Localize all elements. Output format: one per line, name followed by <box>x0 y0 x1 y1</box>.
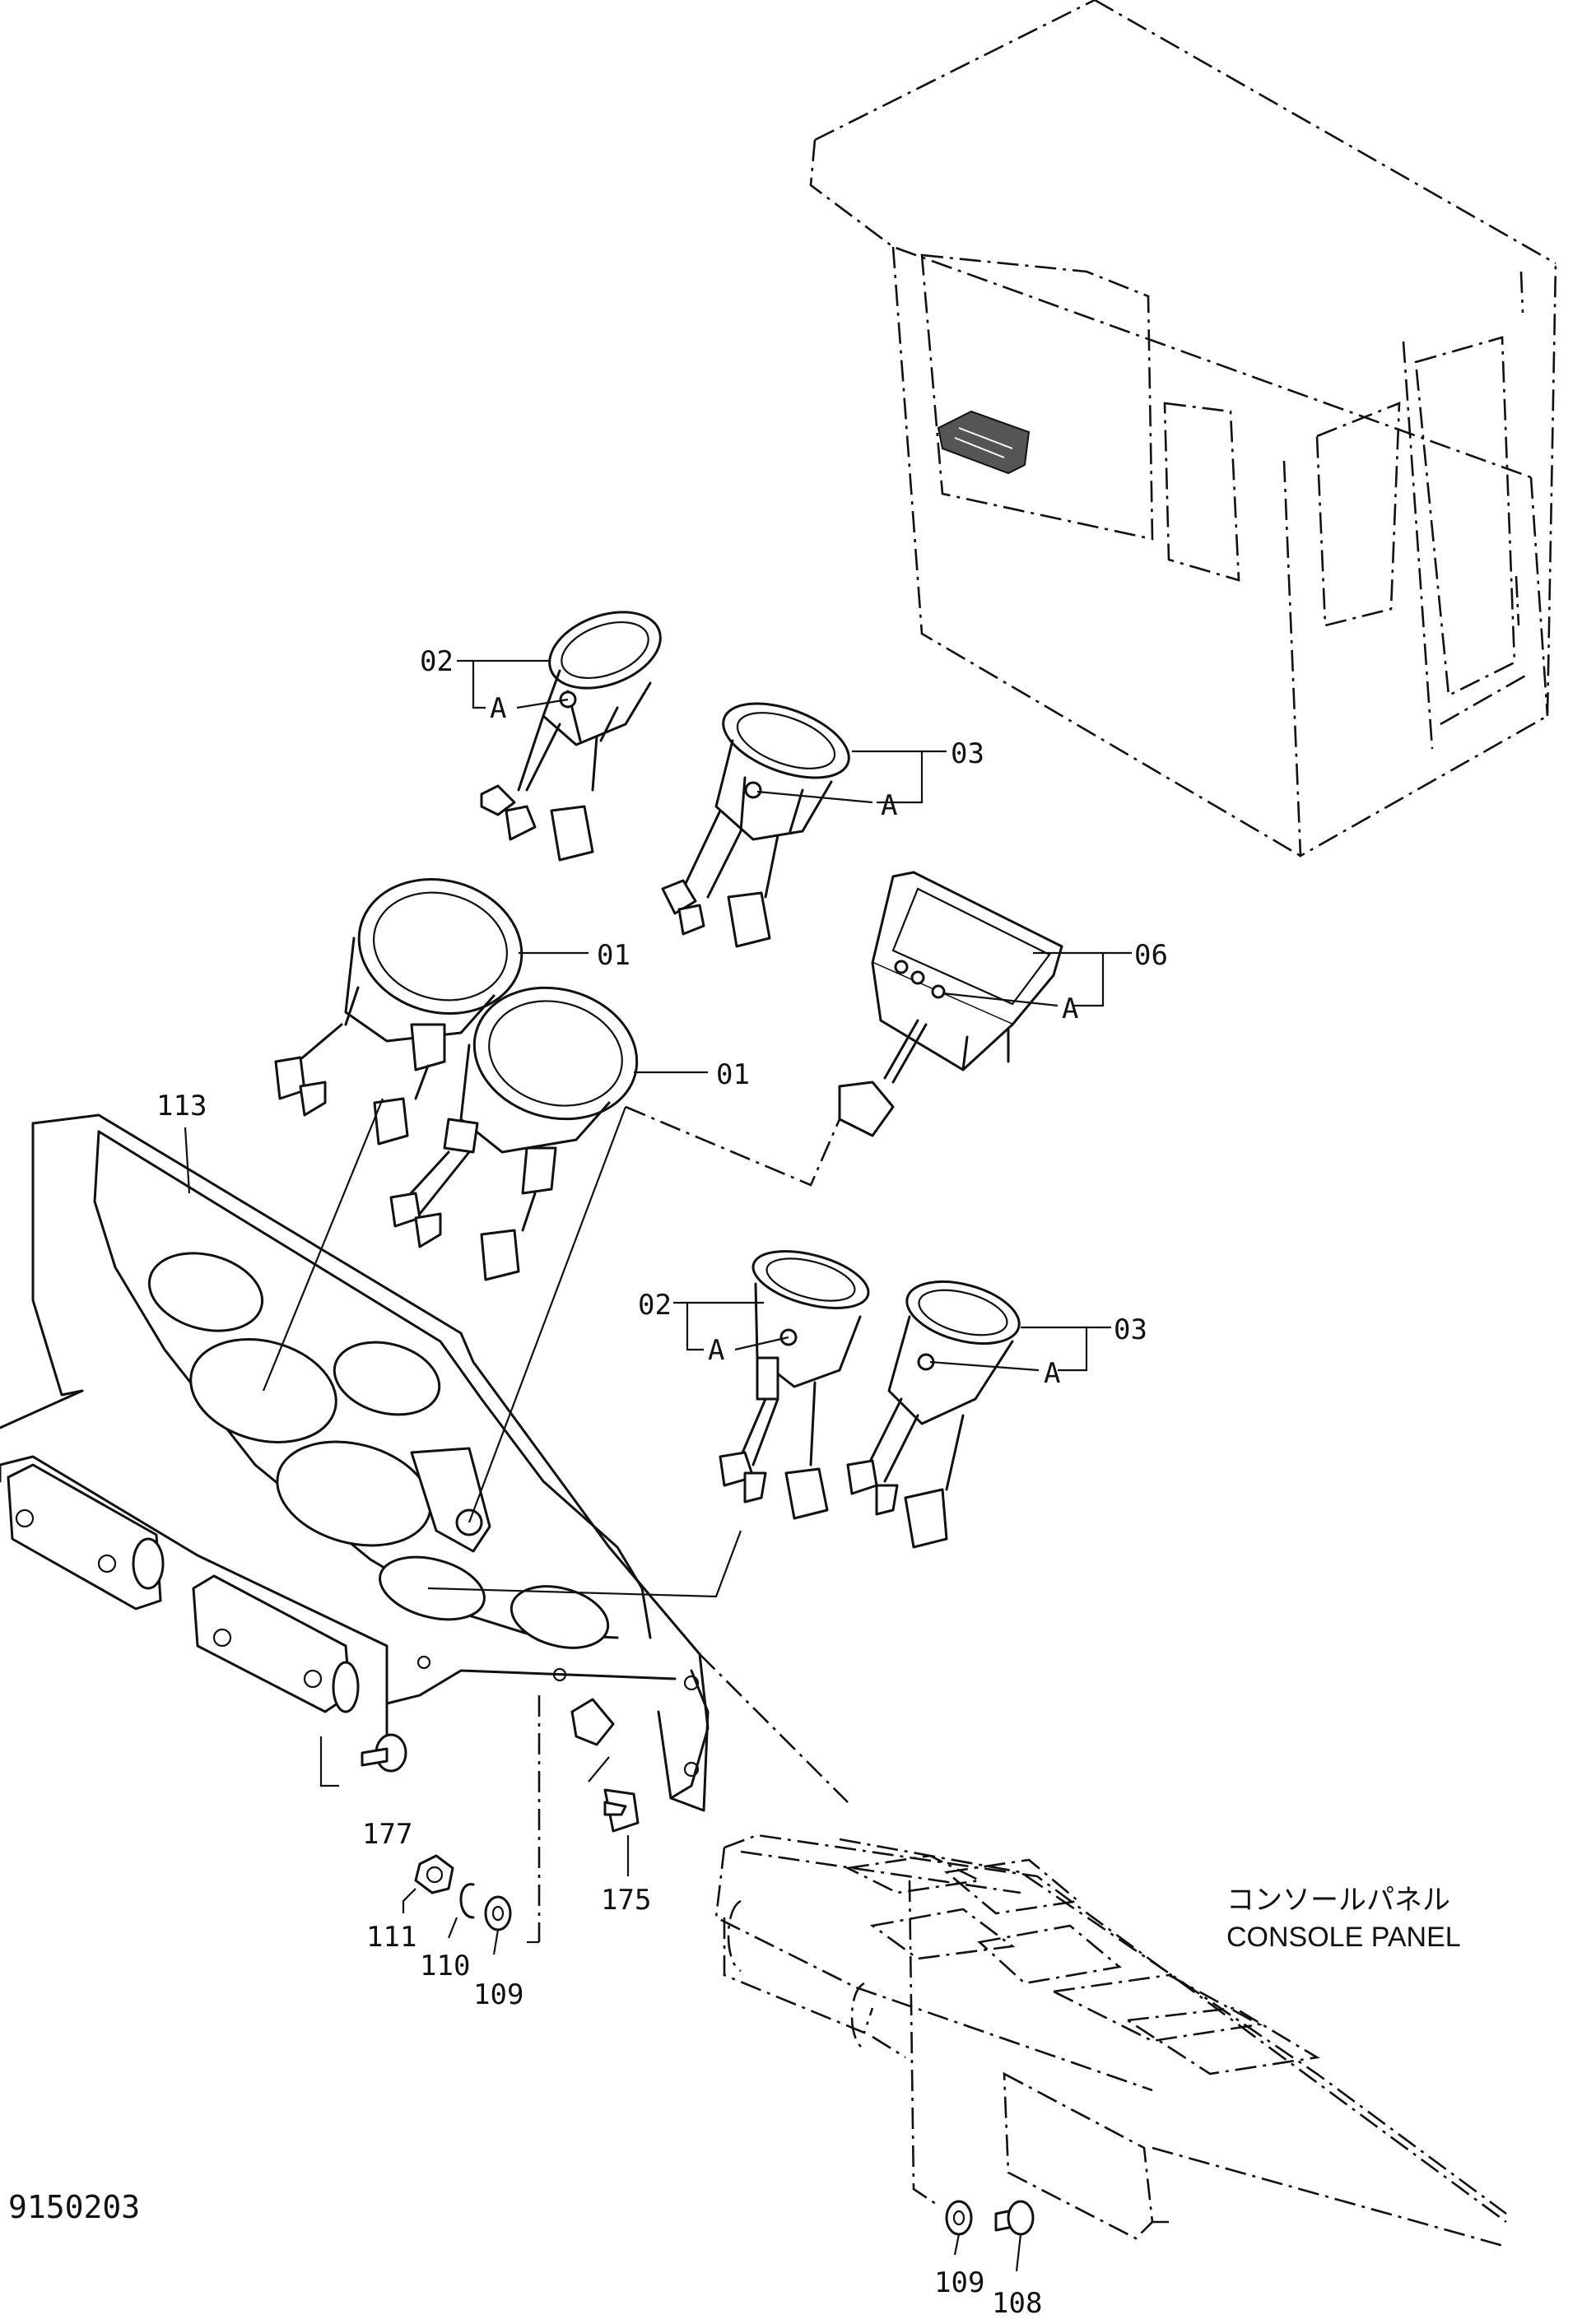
screw-175: 175 <box>570 1698 651 1917</box>
console-panel-label-en: CONSOLE PANEL <box>1226 1922 1461 1953</box>
gauge-03-low <box>846 1280 1021 1549</box>
callout-01-a: 01 <box>519 939 630 972</box>
callout-113: 113 <box>156 1090 207 1194</box>
callout-label: 109 <box>934 2266 984 2299</box>
gauge-02-top <box>480 611 662 862</box>
callout-label: 175 <box>601 1884 651 1917</box>
gauge-03-top <box>661 702 850 948</box>
callout-label: 03 <box>951 737 984 770</box>
cab-console-icon <box>937 410 1031 475</box>
callout-label: 110 <box>420 1950 470 1982</box>
callout-label: 01 <box>597 939 630 972</box>
callout-a-label: A <box>1044 1357 1060 1390</box>
nut-111: 111 <box>366 1854 454 1954</box>
washer-109-b: 109 <box>934 2200 984 2299</box>
callout-a-label: A <box>708 1334 724 1367</box>
gauge-01-b <box>389 986 639 1281</box>
callout-01-b: 01 <box>634 1058 750 1091</box>
callout-02-top: 02 A <box>420 645 569 725</box>
console-panel-outline <box>714 1834 1507 2248</box>
callout-06: 06 A <box>942 939 1168 1025</box>
gauge-02-low <box>719 1250 870 1520</box>
callout-label: 02 <box>638 1289 672 1322</box>
callout-03-low: 03 A <box>929 1313 1147 1390</box>
leader-lines <box>262 1098 849 1803</box>
callout-02-low: 02 A <box>638 1289 789 1367</box>
cab-outline <box>809 0 1557 858</box>
gauge-01-a <box>274 878 523 1146</box>
callout-03-top: 03 A <box>756 737 984 822</box>
callout-label: 177 <box>362 1818 412 1851</box>
bolt-108: 108 <box>992 2200 1042 2320</box>
console-panel-label-jp: コンソールパネル <box>1226 1885 1450 1916</box>
callout-label: 109 <box>473 1978 523 2011</box>
callout-label: 113 <box>156 1090 207 1122</box>
callout-label: 01 <box>716 1058 750 1091</box>
drawing-number: 9150203 <box>8 2189 140 2225</box>
monitor-06 <box>838 871 1063 1137</box>
callout-label: 03 <box>1114 1313 1147 1346</box>
callout-label: 06 <box>1134 939 1168 972</box>
callout-a-label: A <box>1062 992 1078 1025</box>
callout-label: 02 <box>420 645 454 678</box>
callout-a-label: A <box>490 692 506 725</box>
screw-177: 177 <box>319 1733 412 1851</box>
console-panel-label: コンソールパネル CONSOLE PANEL <box>1226 1885 1461 1953</box>
washer-109: 109 <box>473 1695 541 2011</box>
callout-label: 111 <box>366 1921 416 1954</box>
washer-110: 110 <box>420 1883 475 1982</box>
panel-113 <box>0 1113 710 1812</box>
callout-a-label: A <box>881 789 897 822</box>
callout-label: 108 <box>992 2287 1042 2320</box>
